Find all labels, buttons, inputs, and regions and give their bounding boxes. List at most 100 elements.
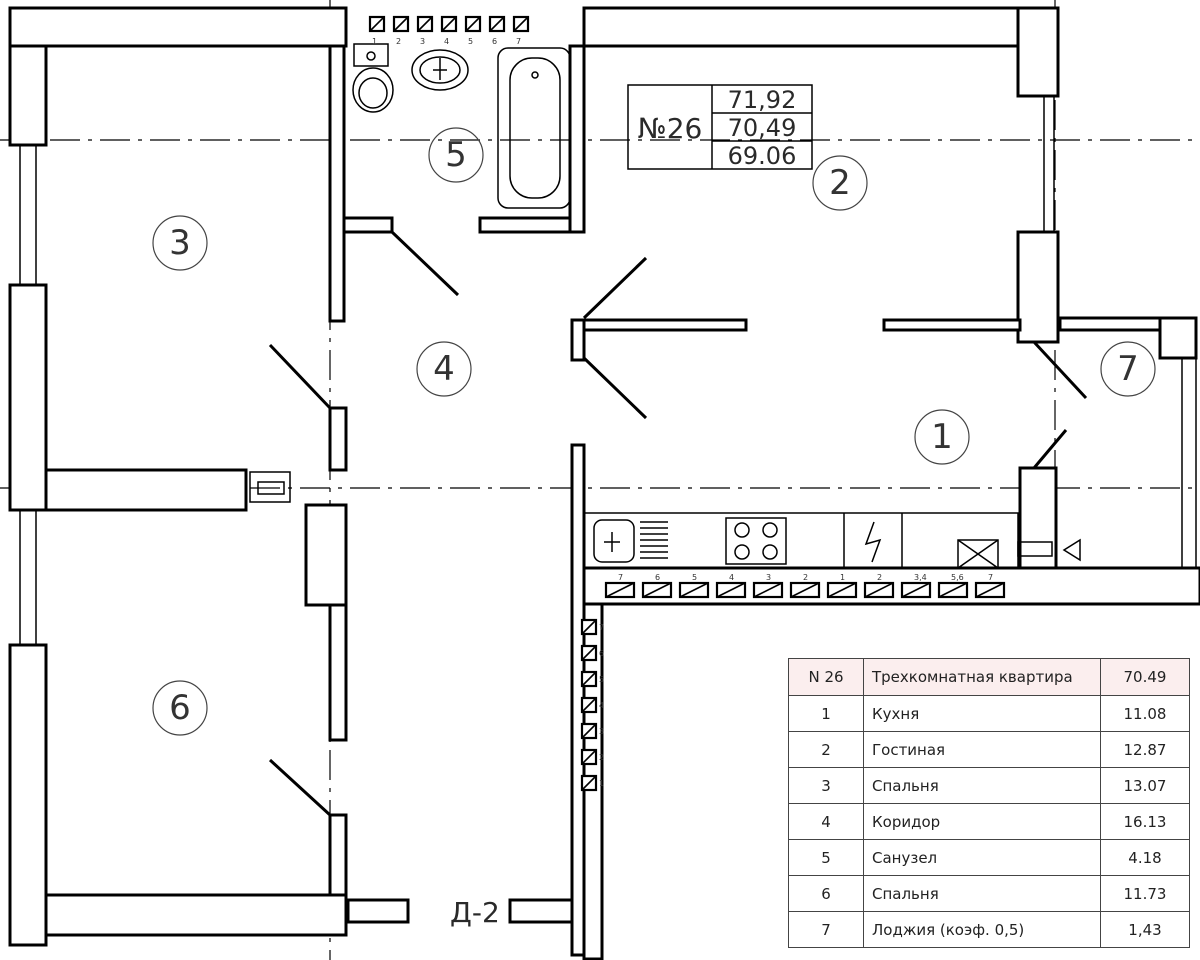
riser-symbol: 5 [678, 573, 710, 599]
loggia [1058, 316, 1198, 568]
riser-label: 2 [396, 37, 401, 46]
legend-room-name: Спальня [863, 875, 1101, 912]
riser-label: 7 [599, 623, 604, 632]
riser-label: 6 [655, 573, 660, 582]
riser-symbol: 4 [715, 573, 747, 599]
riser-symbol: 7 [580, 618, 604, 636]
riser-label: 2 [599, 753, 604, 762]
area-living: 69.06 [728, 142, 797, 170]
room-marker-5: 5 [428, 127, 484, 183]
table-row: 6 Спальня 11.73 [788, 875, 1190, 912]
riser-label: 3 [420, 37, 425, 46]
apartment-number: №26 [638, 112, 703, 145]
room-number: 5 [445, 135, 467, 175]
riser-label: 6 [492, 37, 497, 46]
riser-symbol: 1 [368, 15, 386, 46]
bathroom-fixtures [352, 43, 571, 209]
riser-label: 7 [618, 573, 623, 582]
area-net: 70,49 [728, 114, 797, 142]
riser-label: 4 [729, 573, 734, 582]
riser-symbol: 5,6 [937, 573, 969, 599]
table-row: 1 Кухня 11.08 [788, 695, 1190, 732]
riser-label: 3 [599, 727, 604, 736]
table-row: 2 Гостиная 12.87 [788, 731, 1190, 768]
riser-symbol: 2 [863, 573, 895, 599]
riser-label: 2 [877, 573, 882, 582]
legend-room-number: 7 [788, 911, 864, 948]
room-marker-7: 7 [1100, 341, 1156, 397]
riser-symbol: 3 [416, 15, 434, 46]
room-marker-3: 3 [152, 215, 208, 271]
riser-symbol: 7 [512, 15, 530, 46]
door-label: Д-2 [450, 896, 500, 929]
legend-apartment-type: Трехкомнатная квартира [863, 658, 1101, 696]
riser-symbol: 1 [580, 774, 604, 792]
room-number: 4 [433, 349, 455, 389]
legend-room-name: Лоджия (коэф. 0,5) [863, 911, 1101, 948]
legend-room-area: 12.87 [1100, 731, 1190, 768]
riser-label: 5 [599, 675, 604, 684]
room-number: 1 [931, 417, 953, 457]
kitchen-fixtures [583, 512, 1081, 569]
legend-room-area: 1,43 [1100, 911, 1190, 948]
legend-apartment-area: 70.49 [1100, 658, 1190, 696]
riser-symbol: 6 [488, 15, 506, 46]
table-row: 5 Санузел 4.18 [788, 839, 1190, 876]
riser-label: 3 [766, 573, 771, 582]
riser-label: 4 [599, 701, 604, 710]
riser-label: 1 [599, 779, 604, 788]
room-number: 3 [169, 223, 191, 263]
riser-label: 1 [372, 37, 377, 46]
legend-room-area: 4.18 [1100, 839, 1190, 876]
legend-apartment-number: N 26 [788, 658, 864, 696]
table-row: 4 Коридор 16.13 [788, 803, 1190, 840]
legend-room-name: Санузел [863, 839, 1101, 876]
riser-label: 7 [988, 573, 993, 582]
room-number: 2 [829, 163, 851, 203]
legend-room-number: 1 [788, 695, 864, 732]
riser-symbol: 3 [580, 722, 604, 740]
room-marker-6: 6 [152, 680, 208, 736]
riser-symbol: 7 [604, 573, 636, 599]
room-marker-2: 2 [812, 155, 868, 211]
riser-symbol: 2 [392, 15, 410, 46]
riser-symbol: 5 [580, 670, 604, 688]
legend-room-number: 5 [788, 839, 864, 876]
room-legend-table: N 26 Трехкомнатная квартира 70.49 1 Кухн… [788, 658, 1190, 948]
legend-room-number: 3 [788, 767, 864, 804]
riser-group-left: 7 6 5 4 3 2 1 [580, 618, 604, 792]
vent-block [249, 471, 291, 503]
riser-label: 5 [692, 573, 697, 582]
door-swings [268, 230, 1088, 817]
legend-room-number: 4 [788, 803, 864, 840]
room-markers: 1 2 3 4 5 6 7 [152, 127, 1156, 736]
apartment-label-box: №26 71,92 70,49 69.06 [627, 84, 813, 170]
legend-room-area: 11.08 [1100, 695, 1190, 732]
legend-room-area: 16.13 [1100, 803, 1190, 840]
room-number: 7 [1117, 349, 1139, 389]
room-marker-1: 1 [914, 409, 970, 465]
sink-drainboard [640, 521, 668, 559]
riser-group-top: 1 2 3 4 5 6 7 [368, 15, 530, 46]
legend-room-name: Кухня [863, 695, 1101, 732]
legend-room-name: Коридор [863, 803, 1101, 840]
room-marker-4: 4 [416, 341, 472, 397]
riser-label: 5,6 [951, 573, 964, 582]
riser-label: 2 [803, 573, 808, 582]
riser-symbol: 6 [580, 644, 604, 662]
legend-room-number: 2 [788, 731, 864, 768]
riser-label: 1 [840, 573, 845, 582]
riser-symbol: 4 [580, 696, 604, 714]
riser-label: 4 [444, 37, 449, 46]
legend-header-row: N 26 Трехкомнатная квартира 70.49 [788, 658, 1190, 696]
riser-symbol: 7 [974, 573, 1006, 599]
riser-symbol: 4 [440, 15, 458, 46]
riser-label: 5 [468, 37, 473, 46]
riser-symbol: 3 [752, 573, 784, 599]
legend-room-name: Гостиная [863, 731, 1101, 768]
exterior-walls [8, 6, 1060, 947]
riser-symbol: 2 [580, 748, 604, 766]
table-row: 7 Лоджия (коэф. 0,5) 1,43 [788, 911, 1190, 948]
